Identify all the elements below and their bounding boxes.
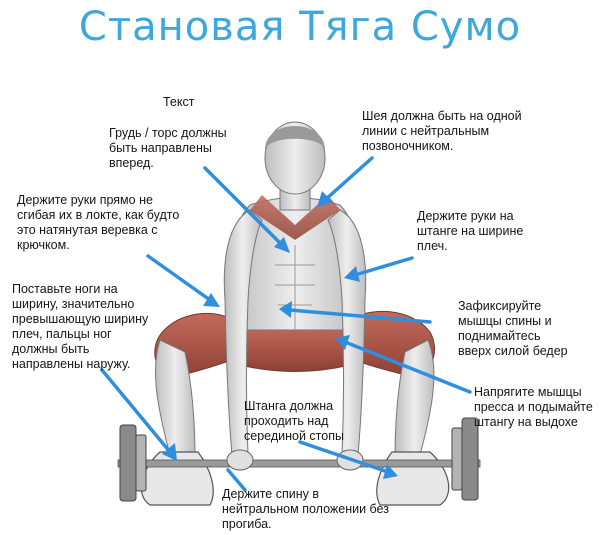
label-spine: Держите спину в нейтральном положении бе… (222, 487, 389, 531)
arrow-neck-head (317, 191, 333, 207)
arrow-grip-head (344, 266, 360, 282)
label-abs: Напрягите мышцы пресса и подымайте штанг… (474, 385, 593, 429)
left-plate-outer (119, 424, 137, 502)
arrow-back-fix-head (279, 301, 292, 318)
arrow-bar-path-head (383, 464, 398, 479)
label-neck: Шея должна быть на одной линии с нейтрал… (362, 109, 522, 153)
arrow-abs-head (335, 335, 350, 350)
arrow-arms-straight-head (203, 293, 220, 307)
label-arms-straight: Держите руки прямо не сгибая их в локте,… (17, 193, 180, 252)
arrow-abs (343, 340, 472, 394)
right-plate-inner (451, 427, 463, 491)
label-chest: Грудь / торс должны быть направлены впер… (109, 126, 227, 170)
arrow-chest (203, 166, 284, 247)
barbell-bar (117, 459, 481, 468)
arrow-chest-head (274, 237, 290, 253)
caption-text: Текст (163, 95, 195, 109)
arrow-feet-head (162, 443, 177, 461)
left-plate-inner (135, 434, 147, 492)
hips (239, 324, 351, 372)
arrow-feet (100, 368, 172, 454)
label-feet: Поставьте ноги на ширину, значительно пр… (12, 282, 149, 371)
hair (265, 126, 325, 150)
arrow-bar-path (298, 440, 390, 474)
left-hand (226, 449, 254, 471)
right-plate-outer (461, 417, 479, 501)
arrow-back-fix (288, 308, 432, 324)
arrow-neck (323, 156, 374, 202)
label-grip-width: Держите руки на штанге на ширине плеч. (417, 209, 524, 253)
label-bar-path: Штанга должна проходить над серединой ст… (244, 399, 344, 443)
arrow-arms-straight (146, 254, 212, 302)
arrow-grip (353, 256, 414, 277)
page-title: Становая Тяга Сумо (78, 4, 522, 50)
abs-lines (275, 245, 315, 330)
arrow-spine (226, 468, 247, 492)
arrows (100, 156, 472, 492)
label-back-fix: Зафиксируйте мышцы спины и поднимайтесь … (458, 299, 568, 358)
